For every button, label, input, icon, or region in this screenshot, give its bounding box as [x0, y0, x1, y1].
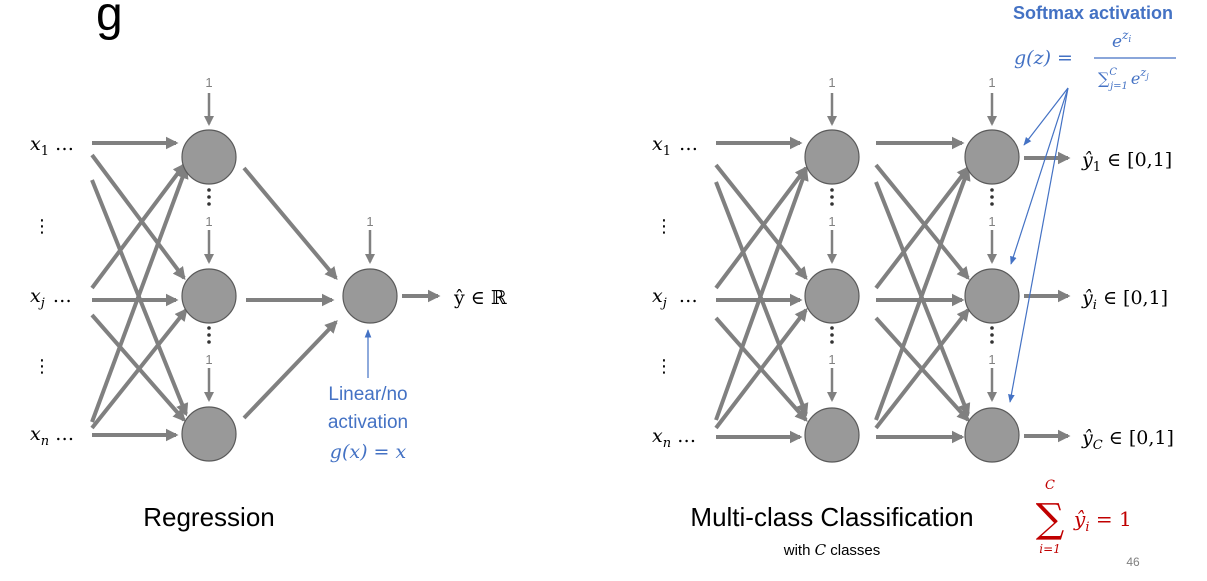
regression-hidden-node [181, 406, 237, 462]
classification-subcaption: with C classes [783, 541, 881, 559]
constraint-term: ŷi = 1 [1073, 507, 1132, 535]
softmax-numerator: ezi [1112, 28, 1131, 52]
bias-label: 1 [828, 75, 835, 90]
input-xj-label: xj… [30, 285, 72, 311]
annotation-line2: activation [328, 412, 408, 433]
input-xn-label: xn… [30, 423, 74, 449]
regression-hidden-edges [242, 166, 338, 420]
classification-output-node [964, 129, 1020, 185]
input-xj-label: xj… [652, 285, 698, 311]
classification-output-labels: ŷ1 ∈ [0,1] ŷi ∈ [0,1] ŷC ∈ [0,1] [1081, 149, 1174, 453]
input-xn-label: xn… [652, 425, 696, 451]
bias-label: 1 [366, 214, 373, 229]
bias-label: 1 [828, 214, 835, 229]
classification-output-arrows [1024, 151, 1071, 443]
regression-hidden-node [181, 268, 237, 324]
output-y1-label: ŷ1 ∈ [0,1] [1081, 149, 1172, 175]
softmax-title: Softmax activation [1013, 3, 1173, 23]
regression-hidden-vdots [207, 188, 211, 344]
classification-bias-labels: 1 1 1 1 1 1 [828, 75, 995, 367]
bias-label: 1 [205, 214, 212, 229]
regression-bias-labels: 1 1 1 1 [205, 75, 373, 367]
bias-label: 1 [828, 352, 835, 367]
linear-activation-annotation: Linear/no activation g(x) = x [328, 384, 408, 463]
classification-hidden-node [804, 129, 860, 185]
classification-hidden-edges [874, 136, 971, 444]
regression-caption: Regression [143, 502, 275, 532]
input-vdots: ⋮ [33, 216, 51, 237]
classification-hidden-node [804, 268, 860, 324]
input-vdots: ⋮ [33, 356, 51, 377]
regression-input-edges [90, 136, 189, 442]
bias-label: 1 [988, 352, 995, 367]
classification-hidden-vdots [830, 188, 994, 344]
input-x1-label: x1… [30, 133, 74, 159]
softmax-pointers [1008, 87, 1069, 403]
bias-label: 1 [205, 75, 212, 90]
classification-caption: Multi-class Classification [690, 502, 973, 532]
input-vdots: ⋮ [655, 216, 673, 237]
constraint-sum-upper: C [1045, 478, 1055, 493]
regression-hidden-node [181, 129, 237, 185]
regression-bias-arrows [204, 93, 375, 402]
softmax-lhs: g(z) = [1014, 47, 1073, 69]
page-number: 46 [1126, 555, 1140, 569]
classification-input-labels: x1… ⋮ xj… ⋮ xn… [652, 133, 698, 451]
constraint-sum-sign: ∑ [1036, 496, 1065, 542]
classification-hidden-node [804, 407, 860, 463]
constraint-sum-lower: i=1 [1039, 542, 1061, 556]
bias-label: 1 [988, 214, 995, 229]
classification-bias-arrows [827, 93, 997, 402]
classification-output-node [964, 268, 1020, 324]
regression-input-labels: x1… ⋮ xj… ⋮ xn… [30, 133, 74, 449]
bias-label: 1 [205, 352, 212, 367]
bias-label: 1 [988, 75, 995, 90]
classification-network: 1 1 1 1 1 1 x1… ⋮ xj… ⋮ [652, 3, 1176, 559]
regression-network: 1 1 1 1 x1… ⋮ xj… ⋮ xn… [30, 75, 507, 532]
classification-input-edges [714, 136, 809, 444]
probability-sum-constraint: C ∑ i=1 ŷi = 1 [1036, 478, 1132, 556]
annotation-line1: Linear/no [328, 384, 407, 405]
regression-output-node [342, 268, 398, 324]
classification-output-node [964, 407, 1020, 463]
input-vdots: ⋮ [655, 356, 673, 377]
regression-output-label: ŷ ∈ ℝ [453, 287, 507, 309]
slide-title-fragment: g [96, 0, 123, 41]
annotation-formula: g(x) = x [330, 441, 407, 463]
output-yc-label: ŷC ∈ [0,1] [1081, 427, 1174, 453]
input-x1-label: x1… [652, 133, 698, 159]
output-yi-label: ŷi ∈ [0,1] [1081, 287, 1168, 313]
